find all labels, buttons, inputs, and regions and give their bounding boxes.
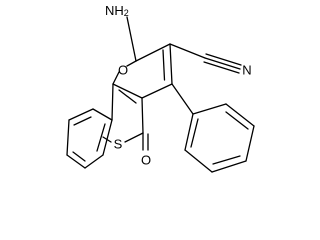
phenyl-group (171, 83, 255, 173)
bond-cn-triple-3 (203, 61, 240, 74)
bond-c4a-c10b-double (118, 89, 137, 104)
nitrile-nitrogen-label: N (242, 63, 251, 78)
bond-ph-c4-c5-inner (212, 155, 241, 165)
bond-ph-c1-c2 (192, 103, 227, 115)
carbonyl-oxygen-label: O (141, 153, 151, 168)
chemical-structure-diagram: NH2 O N S O (66, 3, 255, 173)
bond-ph-c2-c3-inner (225, 111, 249, 130)
bond-cn-triple-2 (205, 53, 242, 66)
amino-label: NH2 (105, 3, 129, 19)
bond-c4-phenyl (171, 83, 194, 115)
bond-c10b-o1 (112, 71, 120, 85)
bond-c2-nh2 (126, 16, 137, 62)
bond-c4-c4a (141, 83, 173, 99)
bond-ph-c4-c5 (211, 160, 247, 173)
bond-ph-c3-c4 (245, 125, 255, 162)
bond-ph-c6-c1-inner (190, 118, 199, 148)
bond-o1-c2 (126, 60, 137, 67)
bond-c8-c7-inner (72, 151, 86, 162)
bond-c6a-c10a (102, 119, 113, 156)
bond-c2-c3 (135, 43, 171, 62)
bond-c10-c9 (68, 108, 94, 121)
pyran-ring (112, 43, 173, 99)
bond-c3-c4-inner (162, 49, 166, 81)
ring-sulfur-label: S (114, 137, 123, 152)
benzo-ring (66, 108, 113, 169)
bond-ph-c6-c1 (184, 113, 194, 151)
bond-ph-c5-c6 (184, 149, 213, 173)
thiopyran-ring (102, 83, 149, 151)
bond-c5-s6 (124, 132, 144, 143)
bond-c3-c4 (169, 43, 173, 85)
bond-c10a-c10 (92, 108, 113, 121)
nitrile-group (169, 43, 242, 74)
bond-c10-c9-inner (73, 116, 92, 126)
bond-c7-c6a (84, 154, 104, 169)
bond-c3-cn (169, 43, 206, 59)
bond-ph-c2-c3 (225, 103, 255, 127)
bond-c10b-c10a (111, 83, 114, 121)
amino-group (126, 16, 137, 62)
bond-c4a-c10b (112, 83, 143, 99)
ring-oxygen-label: O (118, 63, 128, 78)
bond-c4a-c5 (141, 97, 144, 134)
bond-cn-triple-1 (204, 57, 241, 70)
bond-c9-c8 (66, 119, 70, 156)
bond-c8-c7 (66, 154, 86, 169)
bond-c6a-c10a-inner (96, 123, 106, 152)
